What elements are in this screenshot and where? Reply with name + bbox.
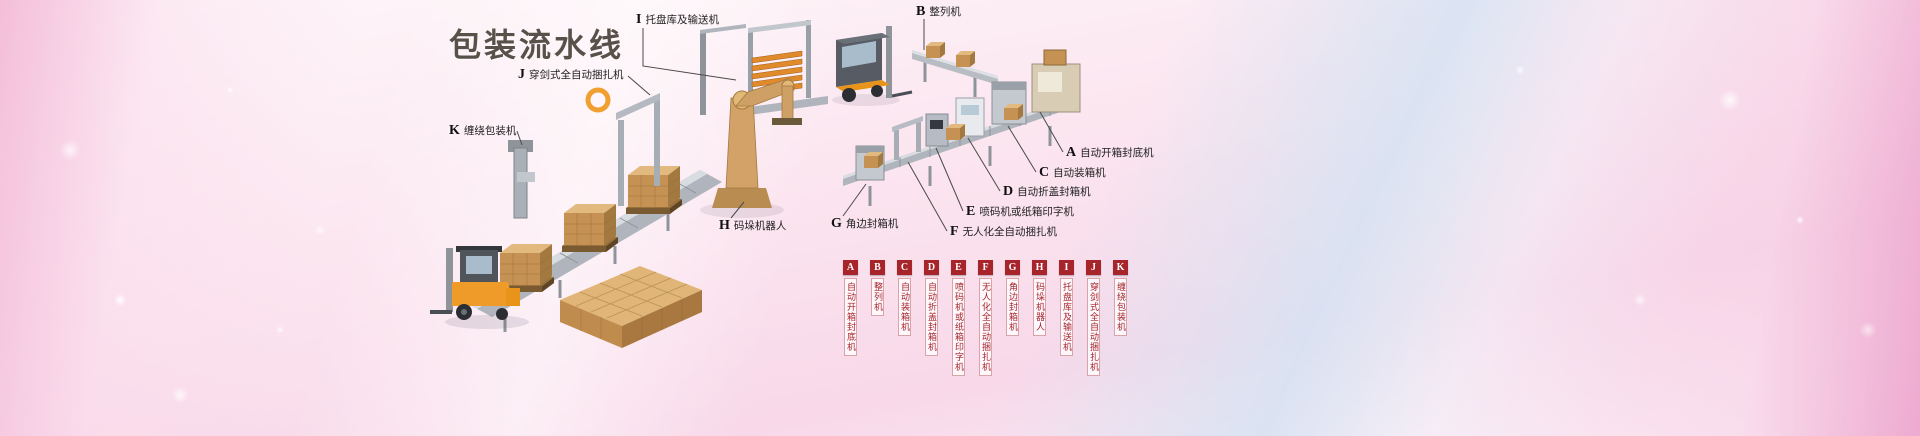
callout-e-label: 喷码机或纸箱印字机 — [979, 206, 1074, 218]
legend-label-c: 自动装箱机 — [898, 278, 911, 336]
legend-label-h: 码垛机器人 — [1033, 278, 1046, 336]
legend-label-j: 穿剑式全自动捆扎机 — [1087, 278, 1100, 376]
callout-d-label: 自动折盖封箱机 — [1017, 186, 1091, 198]
callout-f-label: 无人化全自动捆扎机 — [962, 226, 1058, 238]
legend-label-e: 喷码机或纸箱印字机 — [952, 278, 965, 376]
callout-k: K 缠绕包装机 — [449, 124, 516, 138]
callout-d-letter: D — [1003, 184, 1014, 199]
callout-k-letter: K — [449, 123, 460, 138]
box-pile — [560, 266, 702, 348]
legend-item: G 角边封箱机 — [1005, 260, 1020, 376]
callout-h-label: 码垛机器人 — [733, 220, 787, 232]
legend-item: F 无人化全自动捆扎机 — [978, 260, 993, 376]
legend-badge-d: D — [924, 260, 939, 275]
legend-item: B 整列机 — [870, 260, 885, 376]
legend-badge-h: H — [1032, 260, 1047, 275]
callout-e-letter: E — [966, 204, 976, 219]
callout-f-letter: F — [950, 224, 959, 239]
wrapping-machine-k — [508, 140, 535, 219]
legend-label-f: 无人化全自动捆扎机 — [979, 278, 992, 376]
strapping-arch-j — [585, 87, 660, 206]
callout-a: A 自动开箱封底机 — [1066, 146, 1154, 160]
callout-g-label: 角边封箱机 — [845, 218, 899, 230]
callout-j-label: 穿剑式全自动捆扎机 — [529, 69, 624, 81]
legend-label-d: 自动折盖封箱机 — [925, 278, 938, 356]
banner-title: 包装流水线 — [449, 27, 625, 63]
legend-item: K 缠绕包装机 — [1113, 260, 1128, 376]
callout-g: G 角边封箱机 — [831, 217, 898, 231]
legend-badge-i: I — [1059, 260, 1074, 275]
legend: A 自动开箱封底机 B 整列机 C 自动装箱机 D 自动折盖封箱机 E 喷码机或… — [843, 260, 1128, 376]
inkjet-printer-e — [925, 113, 949, 147]
callout-b: B 整列机 — [916, 5, 961, 19]
legend-badge-j: J — [1086, 260, 1101, 275]
legend-label-i: 托盘库及输送机 — [1060, 278, 1073, 356]
callout-c-letter: C — [1039, 165, 1050, 180]
callout-f: F 无人化全自动捆扎机 — [950, 225, 1057, 239]
callout-c: C 自动装箱机 — [1039, 166, 1106, 180]
forklift — [430, 246, 529, 329]
callout-lines — [516, 19, 1064, 232]
case-erector-a — [1031, 49, 1081, 113]
callout-d: D 自动折盖封箱机 — [1003, 185, 1091, 199]
callout-a-letter: A — [1066, 145, 1077, 160]
legend-badge-g: G — [1005, 260, 1020, 275]
callout-k-label: 缠绕包装机 — [463, 125, 517, 137]
callout-b-letter: B — [916, 4, 926, 19]
callout-a-label: 自动开箱封底机 — [1080, 147, 1154, 159]
legend-item: C 自动装箱机 — [897, 260, 912, 376]
legend-badge-e: E — [951, 260, 966, 275]
callout-e: E 喷码机或纸箱印字机 — [966, 205, 1074, 219]
callout-i-label: 托盘库及输送机 — [645, 14, 719, 26]
legend-badge-c: C — [897, 260, 912, 275]
legend-label-k: 缠绕包装机 — [1114, 278, 1127, 336]
legend-item: D 自动折盖封箱机 — [924, 260, 939, 376]
callout-h: H 码垛机器人 — [719, 219, 786, 233]
legend-label-b: 整列机 — [871, 278, 884, 316]
legend-badge-a: A — [843, 260, 858, 275]
legend-badge-f: F — [978, 260, 993, 275]
legend-label-g: 角边封箱机 — [1006, 278, 1019, 336]
legend-item: H 码垛机器人 — [1032, 260, 1047, 376]
callout-h-letter: H — [719, 218, 730, 233]
legend-item: A 自动开箱封底机 — [843, 260, 858, 376]
callout-j-letter: J — [518, 67, 525, 82]
legend-badge-b: B — [870, 260, 885, 275]
palletizing-robot-h — [700, 77, 802, 218]
legend-label-a: 自动开箱封底机 — [844, 278, 857, 356]
legend-item: E 喷码机或纸箱印字机 — [951, 260, 966, 376]
callout-c-label: 自动装箱机 — [1053, 167, 1106, 179]
callout-b-label: 整列机 — [929, 6, 961, 18]
strapper-f — [892, 116, 923, 160]
legend-badge-k: K — [1113, 260, 1128, 275]
callout-j: J 穿剑式全自动捆扎机 — [518, 68, 624, 82]
legend-item: J 穿剑式全自动捆扎机 — [1086, 260, 1101, 376]
callout-g-letter: G — [831, 216, 842, 231]
stacker-forklift — [832, 26, 913, 106]
legend-item: I 托盘库及输送机 — [1059, 260, 1074, 376]
aligner-machine-b — [912, 42, 998, 97]
callout-i: I 托盘库及输送机 — [636, 13, 719, 27]
callout-i-letter: I — [636, 12, 642, 27]
